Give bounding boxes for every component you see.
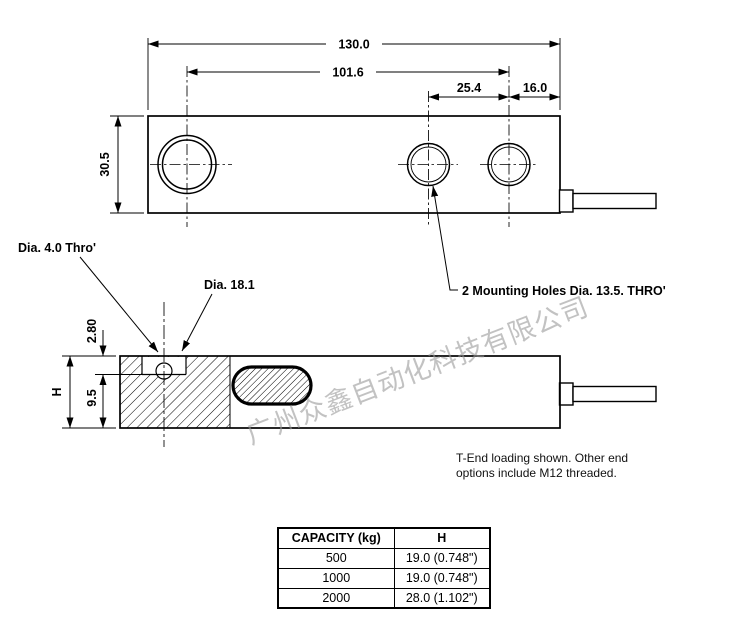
extension-lines-top [110,38,561,214]
dim-body-width: 30.5 [98,116,122,213]
centerlines [150,66,538,227]
capacity-table: CAPACITY (kg) H 500 19.0 (0.748") 1000 1… [277,527,491,609]
note-line-2: options include M12 threaded. [456,466,617,480]
counterbore-leader [181,293,213,352]
side-view-body [119,355,561,429]
h-value: 19.0 (0.748") [393,567,491,589]
note: T-End loading shown. Other end options i… [456,451,628,481]
side-view: 2.80 9.5 H [50,302,657,447]
dim-overall-height: H [50,356,74,428]
dim-mount-hole-spacing: 25.4 [428,81,509,101]
small-hole-leader [79,256,159,353]
dim-130-label: 130.0 [338,38,369,52]
capacity-value: 1000 [277,567,395,589]
dim-30-label: 30.5 [98,152,112,176]
mounting-holes-label: 2 Mounting Holes Dia. 13.5. THRO' [462,284,666,298]
strain-slot [231,365,313,406]
table-row: 1000 19.0 (0.748") [277,567,491,589]
small-hole-label: Dia. 4.0 Thro' [18,241,96,255]
cable-top-view [558,189,657,213]
note-line-1: T-End loading shown. Other end [456,451,629,465]
counterbore-label: Dia. 18.1 [204,278,255,292]
dim-101-label: 101.6 [332,66,363,80]
h-value: 28.0 (1.102") [393,587,491,609]
capacity-value: 500 [277,547,395,569]
dim-hole-to-hole: 101.6 [187,64,509,80]
cable-side-view [558,382,657,406]
dim-95-label: 9.5 [85,389,99,406]
dim-web-height: 9.5 [85,374,107,428]
dim-280-label: 2.80 [85,319,99,343]
table-row: 500 19.0 (0.748") [277,547,491,569]
dim-25-label: 25.4 [457,81,481,95]
dim-end-offset: 16.0 [509,81,560,101]
dim-h-label: H [50,387,64,396]
dim-counterbore-depth: 2.80 [85,319,107,356]
table-header-h: H [393,527,491,549]
dim-16-label: 16.0 [523,81,547,95]
top-view: 130.0 101.6 25.4 16.0 30.5 [98,36,657,227]
mounting-holes-leader [431,185,458,291]
table-row: 2000 28.0 (1.102") [277,587,491,609]
h-value: 19.0 (0.748") [393,547,491,569]
table-header-row: CAPACITY (kg) H [277,527,491,549]
capacity-value: 2000 [277,587,395,609]
callouts: Dia. 4.0 Thro' Dia. 18.1 2 Mounting Hole… [18,185,666,353]
dim-overall-length: 130.0 [148,36,560,52]
table-header-capacity: CAPACITY (kg) [277,527,395,549]
